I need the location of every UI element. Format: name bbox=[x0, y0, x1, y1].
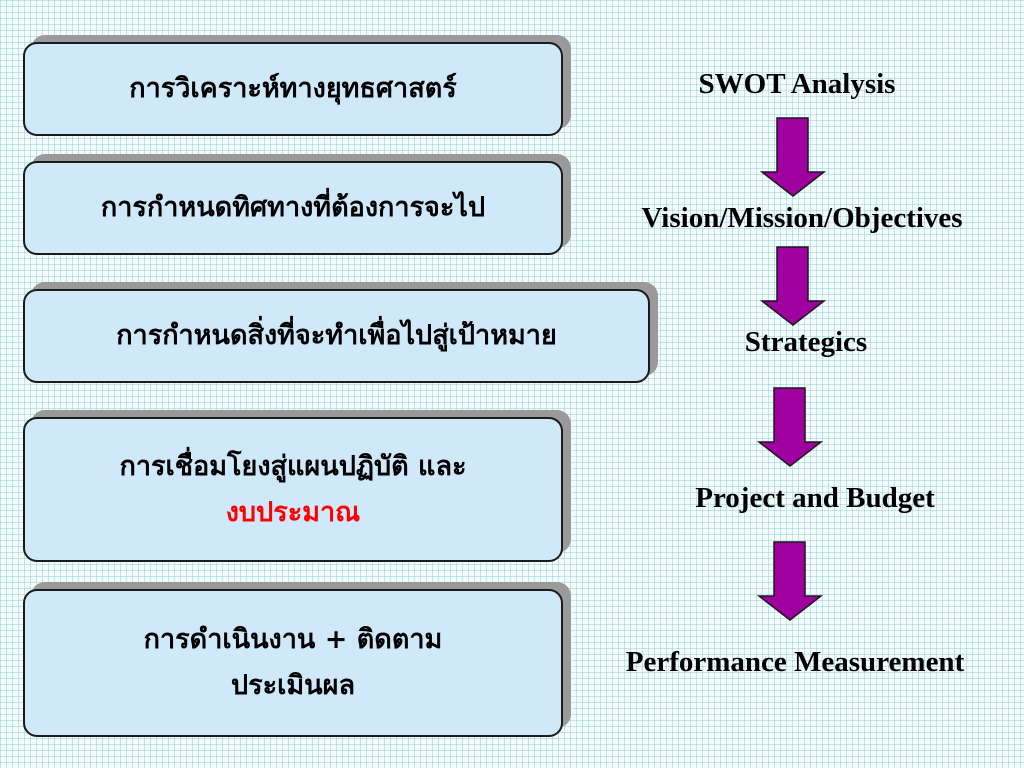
step-label-line2: ประเมินผล bbox=[231, 670, 355, 701]
down-arrow-icon bbox=[760, 117, 826, 197]
step-label: การกำหนดสิ่งที่จะทำเพื่อไปสู่เป้าหมาย bbox=[116, 320, 557, 352]
step-label: การวิเคราะห์ทางยุทธศาสตร์ bbox=[129, 73, 457, 105]
stage-label-vision: Vision/Mission/Objectives bbox=[641, 202, 963, 234]
stage-label-swot: SWOT Analysis bbox=[698, 68, 896, 100]
down-arrow-icon bbox=[757, 541, 823, 621]
step-label: การกำหนดทิศทางที่ต้องการจะไป bbox=[100, 192, 486, 224]
step-label-line1: การเชื่อมโยงสู่แผนปฏิบัติ และ bbox=[119, 450, 467, 482]
stage-label-performance: Performance Measurement bbox=[625, 646, 965, 678]
down-arrow-icon bbox=[760, 246, 826, 326]
step-box-execute-monitor: การดำเนินงาน + ติดตาม ประเมินผล bbox=[23, 589, 563, 737]
step-box-actions: การกำหนดสิ่งที่จะทำเพื่อไปสู่เป้าหมาย bbox=[23, 289, 650, 383]
stage-label-project-budget: Project and Budget bbox=[695, 482, 935, 514]
step-label-line2: งบประมาณ bbox=[225, 496, 361, 528]
step-box-plan-budget: การเชื่อมโยงสู่แผนปฏิบัติ และ งบประมาณ bbox=[23, 417, 563, 562]
step-label-line1: การดำเนินงาน + ติดตาม bbox=[143, 624, 443, 656]
down-arrow-icon bbox=[757, 387, 823, 467]
step-box-strategic-analysis: การวิเคราะห์ทางยุทธศาสตร์ bbox=[23, 42, 563, 136]
stage-label-strategics: Strategics bbox=[744, 326, 868, 358]
step-box-direction: การกำหนดทิศทางที่ต้องการจะไป bbox=[23, 161, 563, 255]
